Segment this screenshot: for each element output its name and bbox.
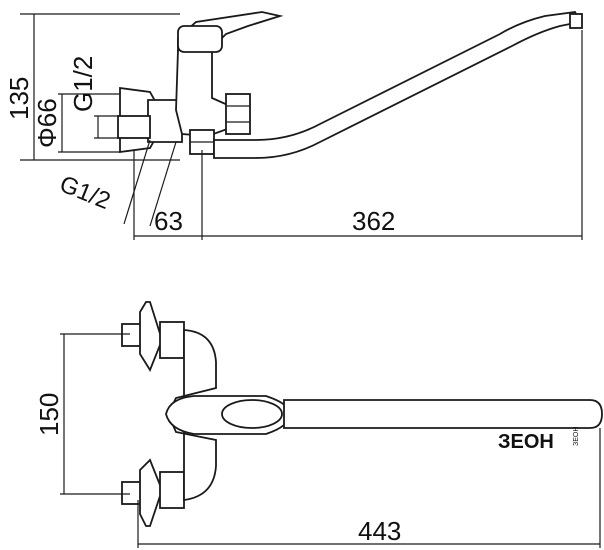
dim-height-label: 135 — [4, 77, 34, 120]
side-mixer-body — [175, 47, 231, 137]
side-inlet-pipe — [117, 115, 151, 139]
top-flange-upper — [139, 301, 163, 372]
brand-logo-text: ЗЕОН — [498, 431, 554, 453]
top-view: 150 443 — [34, 301, 603, 548]
dim-diameter-label: Φ66 — [32, 98, 62, 148]
side-nut-right — [225, 93, 251, 135]
dim-spout-label: 362 — [352, 206, 395, 236]
top-flange-lower — [139, 458, 163, 527]
top-handle-grip — [221, 399, 283, 429]
top-spout — [283, 399, 603, 429]
top-inlet-lower — [121, 481, 143, 505]
dim-thread-top-label: G1/2 — [68, 56, 98, 112]
brand-logo-tagline: ЗЕОН — [573, 427, 580, 446]
brand-logo: ЗЕОН ЗЕОН — [498, 427, 580, 453]
side-aerator — [569, 13, 583, 29]
top-nut-lower — [159, 471, 185, 509]
dim-thread-bottom-label: G1/2 — [56, 171, 114, 216]
side-spout — [213, 11, 582, 159]
dim-spacing-label: 150 — [34, 393, 64, 436]
side-cartridge-cap — [177, 25, 223, 53]
dim-offset-label: 63 — [154, 206, 183, 236]
dim-length-label: 443 — [358, 516, 401, 546]
side-view: 135 Φ66 G1/2 G1/2 63 362 — [4, 11, 583, 240]
top-inlet-upper — [121, 323, 143, 347]
top-nut-upper — [159, 321, 185, 359]
